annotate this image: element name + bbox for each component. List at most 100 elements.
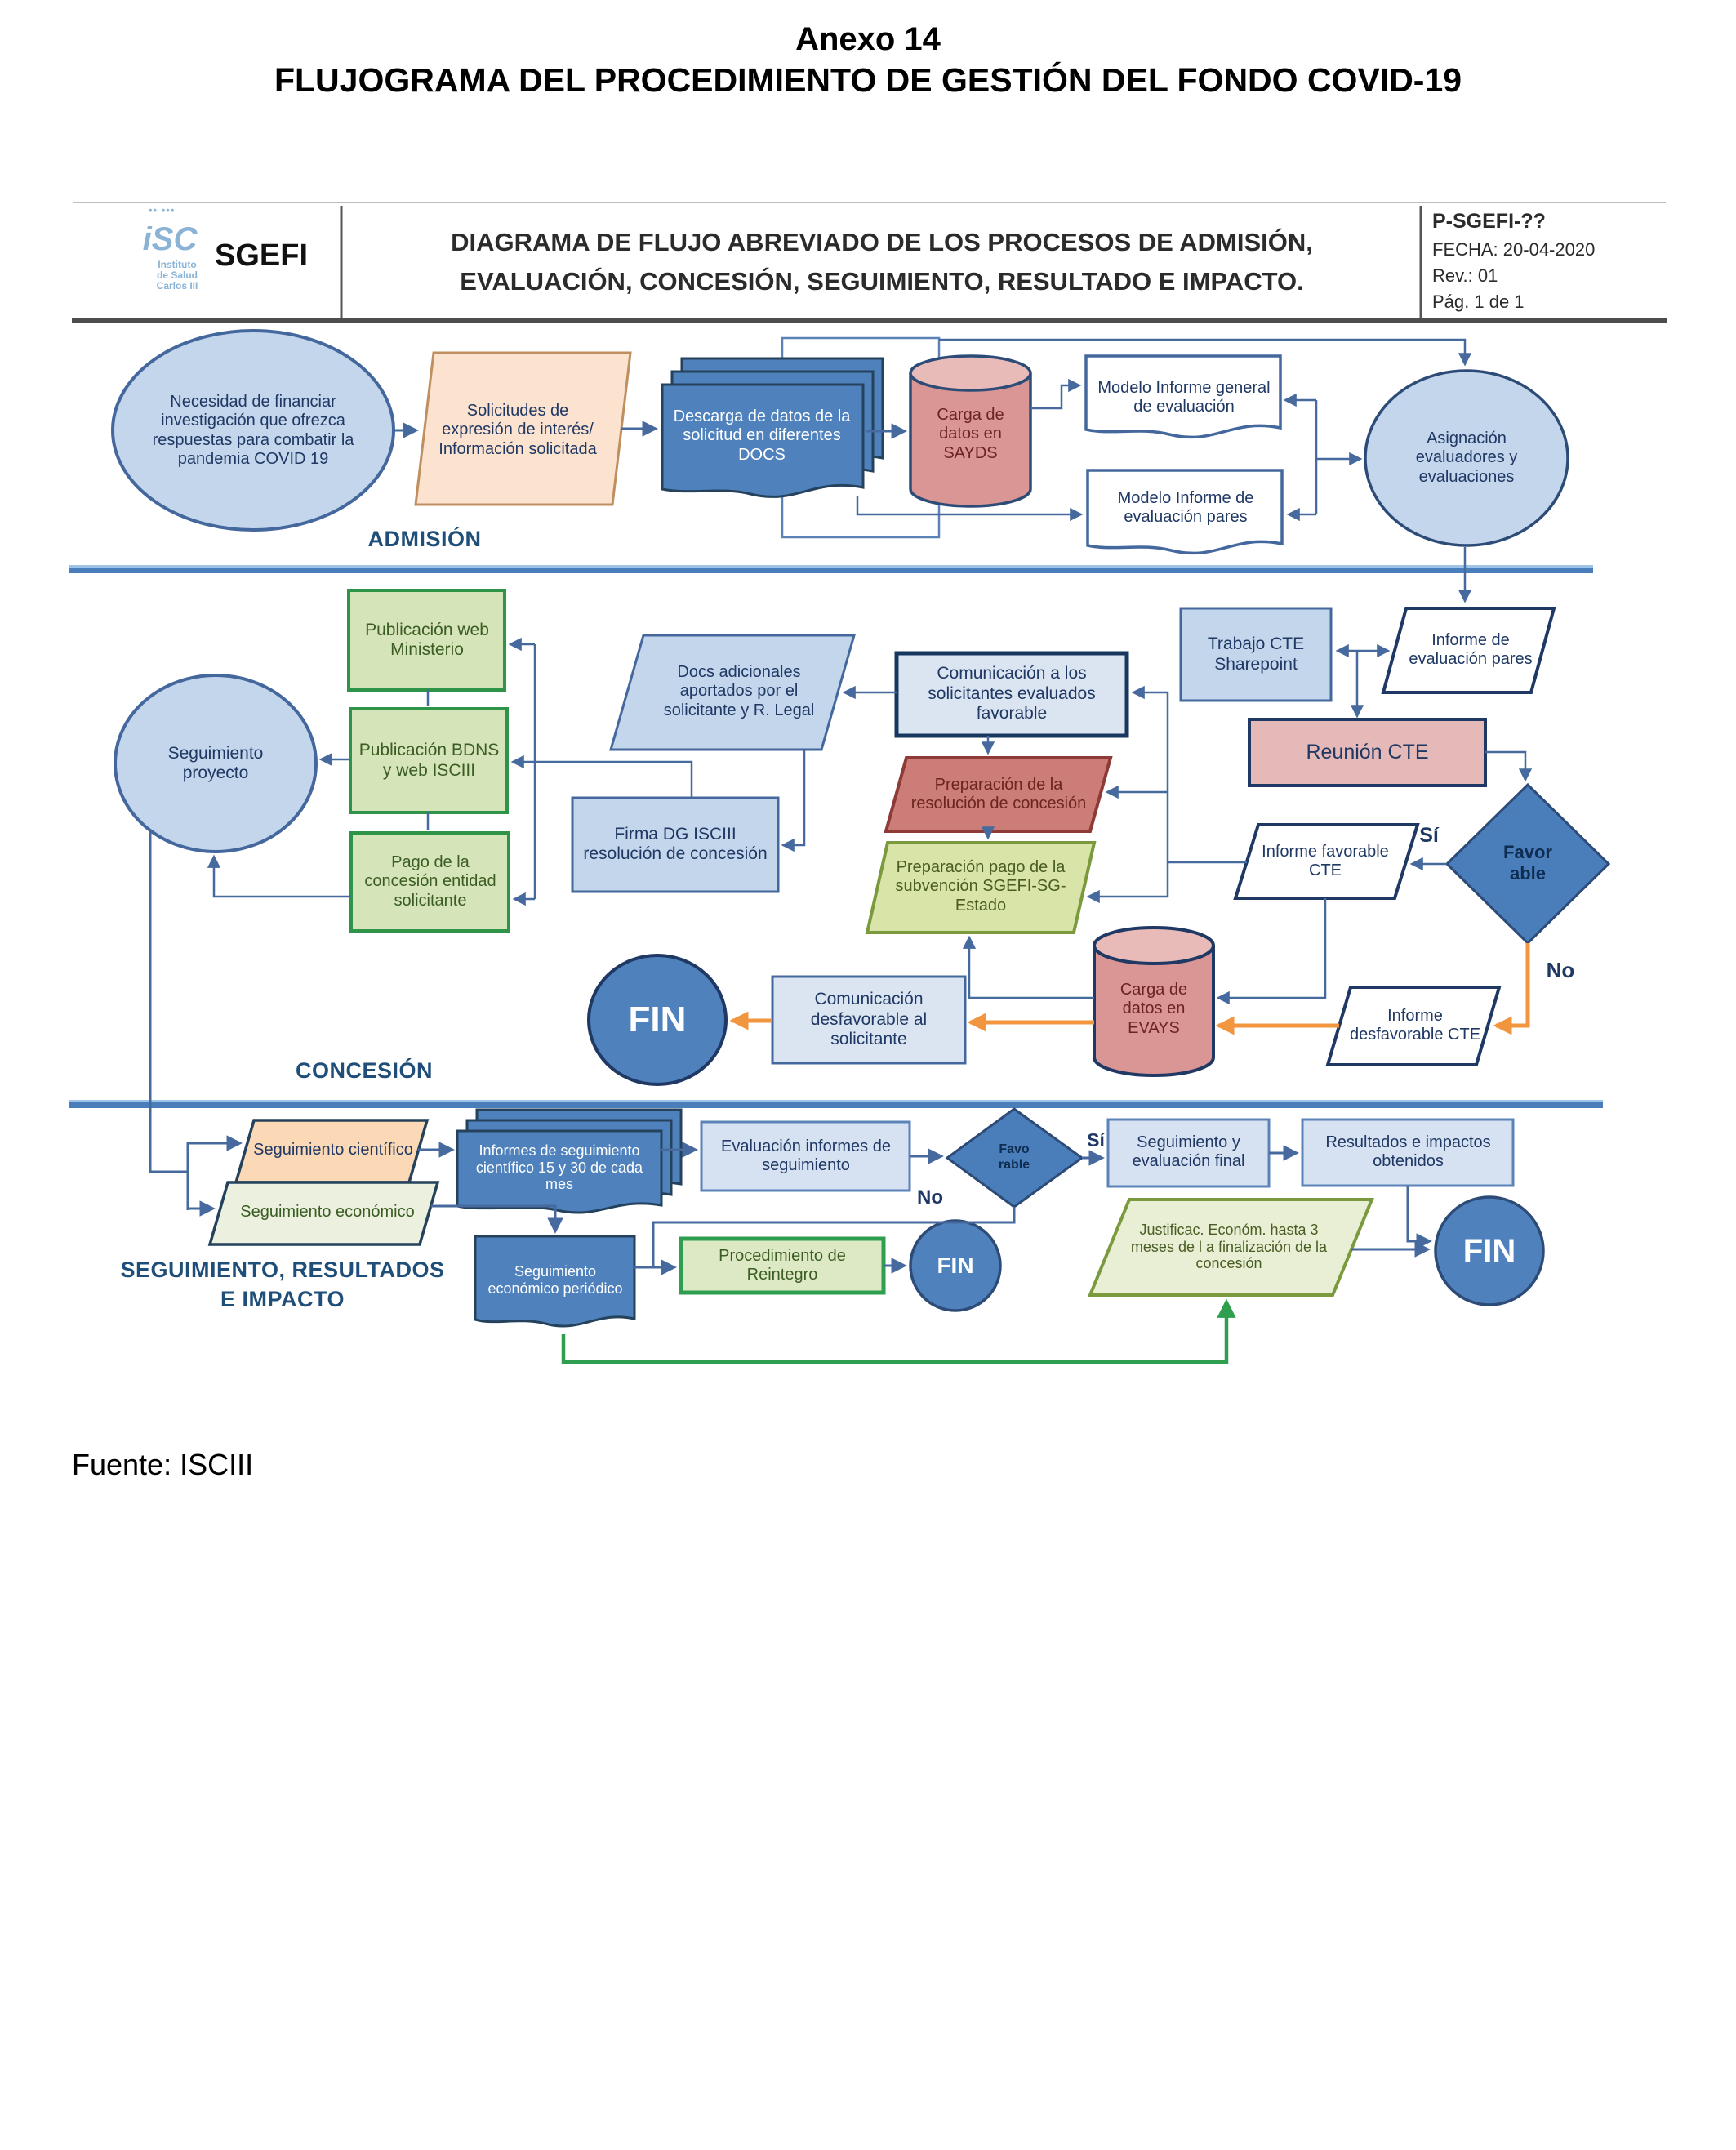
isciii-logo-icon: iSC <box>140 204 199 258</box>
band-divider-2 <box>69 1102 1603 1108</box>
seg-economico-parallelogram <box>207 1181 440 1246</box>
solicitudes-parallelogram <box>414 351 632 506</box>
header-title-line1: DIAGRAMA DE FLUJO ABREVIADO DE LOS PROCE… <box>451 228 1313 257</box>
reunion-cte-box <box>1248 718 1487 787</box>
eval-informes-label: Evaluación informes de seguimiento <box>721 1137 891 1174</box>
asignacion-ellipse <box>1364 369 1569 547</box>
pago-concesion-label: Pago de la concesión entidad solicitante <box>364 853 496 910</box>
logo-caption-line3: Carlos III <box>156 280 198 292</box>
band-divider-1-highlight <box>69 565 1593 568</box>
connector-firma-leftbracket <box>535 760 693 798</box>
prep-pago-label: Preparación pago de la subvención SGEFI-… <box>895 858 1066 915</box>
seg-eval-final-box <box>1106 1118 1271 1188</box>
connector-docs-firma <box>781 750 806 852</box>
informes-doc-front <box>456 1129 663 1214</box>
sayds-cylinder-top <box>909 354 1032 392</box>
source-note: Fuente: ISCIII <box>72 1448 254 1482</box>
page-title-anexo: Anexo 14 <box>795 20 941 57</box>
header-doc-code: P-SGEFI-?? <box>1432 209 1546 233</box>
connector-pago-seguimiento <box>207 854 351 898</box>
resultados-label: Resultados e impactos obtenidos <box>1325 1133 1491 1170</box>
seguimiento-proyecto-ellipse <box>114 674 318 853</box>
informe-pares-parallelogram <box>1381 607 1556 694</box>
evays-cylinder-body <box>1093 946 1215 1077</box>
band-divider-1 <box>69 568 1593 573</box>
descarga-doc-front <box>661 383 865 498</box>
trabajo-cte-label: Trabajo CTE Sharepoint <box>1207 634 1305 674</box>
seg-eco-periodico-label: Seguimiento económico periódico <box>487 1263 623 1297</box>
sayds-cylinder-body <box>909 373 1032 508</box>
favorable1-line1: Favor <box>1503 842 1552 863</box>
informe-desfavorable-parallelogram <box>1325 986 1502 1066</box>
justificacion-parallelogram <box>1088 1198 1374 1297</box>
informe-favorable-parallelogram <box>1233 823 1420 900</box>
fin2-circle <box>909 1219 1002 1312</box>
connector-economico-periodico <box>431 1204 563 1234</box>
fin1-ellipse <box>587 954 728 1086</box>
connector-descarga-modelo-pares <box>856 496 1084 522</box>
evays-label: Carga de datos en EVAYS <box>1119 981 1188 1037</box>
header-revision: Rev.: 01 <box>1432 265 1498 287</box>
logo-caption-line1: Instituto <box>158 259 197 270</box>
favorable1-line2: able <box>1509 863 1547 884</box>
yes1-label: Sí <box>1419 823 1439 847</box>
informe-desfavorable-label: Informe desfavorable CTE <box>1349 1006 1481 1044</box>
connector-evays-pago <box>962 935 1094 999</box>
fin3-circle <box>1434 1195 1545 1306</box>
favorable1-label: Favor able <box>1475 831 1581 895</box>
favorable2-line1: Favo <box>999 1142 1030 1157</box>
modelo-pares-label: Modelo Informe de evaluación pares <box>1117 488 1254 526</box>
comunicacion-desfavorable-label: Comunicación desfavorable al solicitante <box>810 990 928 1049</box>
no1-label: No <box>1546 957 1575 982</box>
header-logo-acronym: SGEFI <box>214 238 309 273</box>
prep-pago-parallelogram <box>865 841 1097 934</box>
connector-resultados-fin3 <box>1406 1186 1432 1249</box>
procedimiento-label: Procedimiento de Reintegro <box>719 1246 846 1284</box>
pub-bdns-label: Publicación BDNS y web ISCIII <box>358 741 500 780</box>
section-label-seguimiento-2: E IMPACTO <box>220 1287 345 1312</box>
informes-seguimiento-label: Informes de seguimiento científico 15 y … <box>475 1142 643 1193</box>
descarga-label: Descarga de datos de la solicitud en dif… <box>673 407 851 464</box>
no2-label: No <box>917 1186 943 1209</box>
connector-no-desfavorable <box>1493 943 1530 1035</box>
resultados-box <box>1301 1118 1515 1187</box>
prep-resolucion-label: Preparación de la resolución de concesió… <box>910 775 1087 812</box>
connector-left-trunk <box>149 830 188 1173</box>
prep-resolucion-parallelogram <box>884 756 1113 833</box>
informe-favorable-label: Informe favorable CTE <box>1262 842 1389 879</box>
trabajo-cte-box <box>1179 607 1333 702</box>
header-title-line2: EVALUACIÓN, CONCESIÓN, SEGUIMIENTO, RESU… <box>460 267 1304 296</box>
section-label-admision: ADMISIÓN <box>367 527 482 552</box>
seg-cientifico-label: Seguimiento científico <box>253 1141 413 1160</box>
comunicacion-desfavorable-box <box>771 975 967 1065</box>
pago-concesion-box <box>349 831 510 933</box>
section-label-seguimiento-1: SEGUIMIENTO, RESULTADOS <box>120 1258 445 1283</box>
modelo-general-label: Modelo Informe general de evaluación <box>1097 378 1271 416</box>
connector-informe-fav-evays <box>1216 898 1327 1005</box>
logo-caption-line2: de Salud <box>156 269 198 282</box>
modelo-pares-doc <box>1086 469 1284 555</box>
pub-bdns-box <box>349 707 509 814</box>
connector-sayds-modelo-general <box>1030 378 1082 410</box>
evays-cylinder-top <box>1093 926 1215 965</box>
seg-eco-periodico-doc <box>474 1235 636 1328</box>
connector-green-justificacion <box>561 1298 1236 1364</box>
connector-top-asignacion <box>939 338 1472 367</box>
page-title-flujograma: FLUJOGRAMA DEL PROCEDIMIENTO DE GESTIÓN … <box>274 61 1462 100</box>
fin1-label: FIN <box>628 999 687 1040</box>
fin2-label: FIN <box>937 1252 974 1278</box>
firma-dg-label: Firma DG ISCIII resolución de concesión <box>583 824 768 863</box>
reunion-cte-label: Reunión CTE <box>1306 740 1429 763</box>
pub-ministerio-label: Publicación web Ministerio <box>365 620 489 659</box>
asignacion-label: Asignación evaluadores y evaluaciones <box>1415 430 1518 486</box>
connector-reunion-favorable <box>1485 750 1533 782</box>
docs-adicionales-parallelogram <box>609 634 856 751</box>
isciii-logo-caption: Instituto de Salud Carlos III <box>145 259 209 292</box>
modelo-general-doc <box>1084 354 1282 439</box>
yes2-label: Sí <box>1087 1128 1105 1151</box>
comunicacion-favorable-label: Comunicación a los solicitantes evaluado… <box>928 664 1096 723</box>
solicitudes-label: Solicitudes de expresión de interés/ Inf… <box>438 402 597 458</box>
favorable2-line2: rable <box>998 1158 1030 1172</box>
header-date: FECHA: 20-04-2020 <box>1432 239 1596 260</box>
